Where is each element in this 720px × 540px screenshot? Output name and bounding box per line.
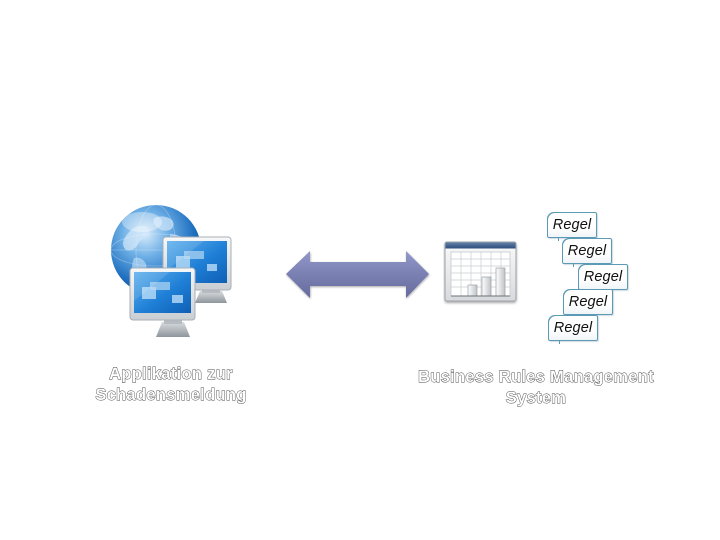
networked-computers-icon <box>110 204 232 337</box>
application-label: Applikation zur Schadensmeldung <box>71 364 271 406</box>
brms-label: Business Rules Management System <box>386 367 686 409</box>
rule-card-label: Regel <box>553 320 593 336</box>
rule-card: Regel <box>547 212 597 241</box>
brms-label-line-2: System <box>505 389 567 408</box>
brms-label-line-1: Business Rules Management <box>418 368 654 387</box>
rule-card: Regel <box>548 315 598 344</box>
monitor-front-icon <box>129 267 196 337</box>
rule-card-label: Regel <box>583 269 623 285</box>
rule-card: Regel <box>578 264 628 293</box>
double-arrow-icon <box>286 251 429 298</box>
rule-card-label: Regel <box>552 217 592 233</box>
spreadsheet-chart-icon <box>444 241 517 302</box>
rule-card: Regel <box>562 238 612 267</box>
application-label-line-1: Applikation zur <box>109 365 233 384</box>
rule-card-tail <box>559 340 561 344</box>
rule-card-label: Regel <box>567 243 607 259</box>
rule-card-tail <box>558 237 560 241</box>
double-arrow-shape <box>286 251 429 298</box>
rule-card-tail <box>573 263 575 267</box>
rule-card: Regel <box>563 289 613 318</box>
application-label-line-2: Schadensmeldung <box>95 386 247 405</box>
rule-card-label: Regel <box>568 294 608 310</box>
